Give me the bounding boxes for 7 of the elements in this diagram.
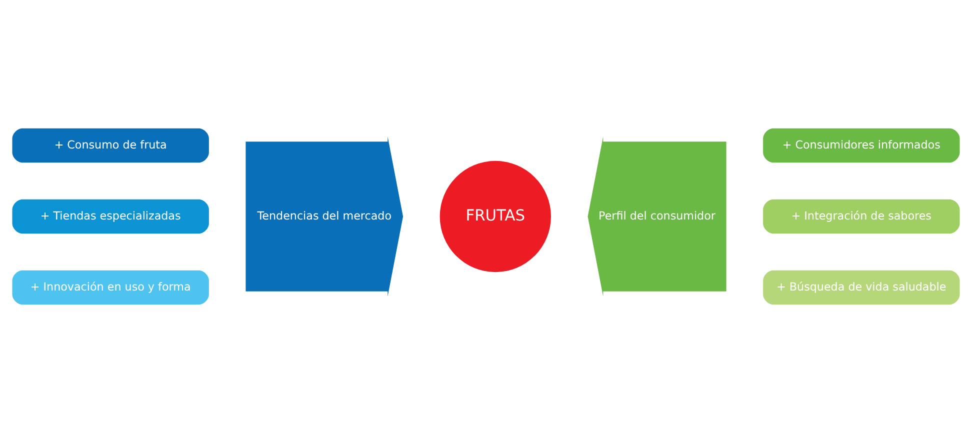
node-box: + Innovación en uso y forma: [12, 270, 209, 304]
node-box: + Integración de sabores: [763, 198, 960, 234]
node-box: + Búsqueda de vida saludable: [763, 270, 960, 304]
node-circle: FRUTAS: [440, 160, 551, 272]
node-box: + Consumo de fruta: [12, 128, 209, 162]
node-box: + Consumidores informados: [763, 128, 960, 162]
node-box: + Tiendas especializadas: [12, 198, 209, 234]
